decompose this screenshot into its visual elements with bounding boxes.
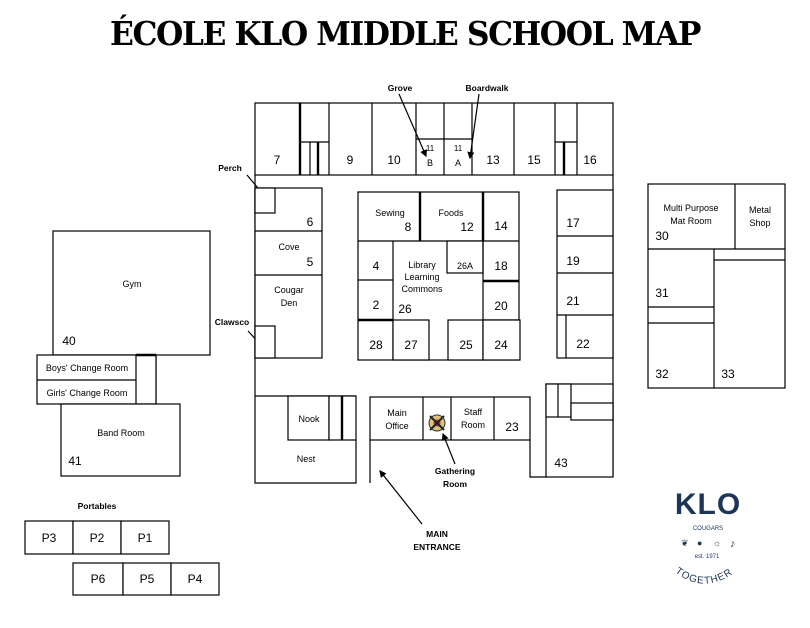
gathering-room-emblem-icon [428,414,446,432]
room-26: 26 [398,302,412,316]
portable-p6: P6 [91,572,106,586]
top-row-wing: 7 9 10 11 B 11 A 13 15 16 [254,102,614,176]
perch-label: Perch [218,163,242,173]
klo-cougars-logo: KLO COUGARS ❦ ● ☼ ♪ est. 1971 TOGETHER [673,488,741,587]
room-21: 21 [566,294,580,308]
gathering-room-label-1: Gathering [435,466,475,476]
room-11b-number: 11 [426,144,435,153]
cougar-den-label-2: Den [281,298,298,308]
staff-room-label-2: Room [461,420,485,430]
room-31: 31 [655,286,669,300]
room-9: 9 [347,153,354,167]
portable-p2: P2 [90,531,105,545]
logo-sub: COUGARS [693,526,723,532]
library-label-2: Learning [404,272,439,282]
room-2: 2 [373,298,380,312]
room-12: 12 [460,220,474,234]
gym-label: Gym [123,279,142,289]
room-22: 22 [576,337,590,351]
logo-motto: TOGETHER [673,566,735,587]
portables: Portables P3 P2 P1 P6 P5 P4 [24,501,220,596]
sewing-label: Sewing [375,208,405,218]
room-28: 28 [369,338,383,352]
room-23: 23 [505,420,519,434]
room-13: 13 [486,153,500,167]
logo-est: est. 1971 [695,554,720,560]
main-office-label-1: Main [387,408,407,418]
room-15: 15 [527,153,541,167]
portable-p5: P5 [140,572,155,586]
boardwalk-arrow [467,93,480,160]
room-40: 40 [62,334,76,348]
cove-label: Cove [278,242,299,252]
logo-name: KLO [675,488,741,521]
paw-icon: ● [697,538,702,548]
gathering-room-arrow [441,432,456,465]
room-20: 20 [494,299,508,313]
left-column-wing: 6 Cove 5 Cougar Den [254,187,323,359]
portable-p1: P1 [138,531,153,545]
room-7: 7 [274,153,281,167]
room-14: 14 [494,219,508,233]
music-note-icon: ♪ [730,538,736,550]
room-43: 43 [554,456,568,470]
grove-label: Grove [388,83,413,93]
metal-shop-label-1: Metal [749,205,771,215]
right-column-wing: 17 19 21 22 [556,189,614,359]
map-title: ÉCOLE KLO MIDDLE SCHOOL MAP [109,14,701,53]
main-entrance-arrow [379,470,423,525]
staff-room-label-1: Staff [464,407,483,417]
room-33: 33 [721,367,735,381]
metal-shop-label-2: Shop [749,218,770,228]
foods-label: Foods [438,208,464,218]
room-24: 24 [494,338,508,352]
main-entrance-label-2: ENTRANCE [413,542,461,552]
nook-label: Nook [298,414,320,424]
room-11a-number: 11 [454,144,463,153]
girls-change-room-label: Girls' Change Room [47,388,128,398]
multi-purpose-label-1: Multi Purpose [663,203,718,213]
room-11b-letter: B [427,158,433,168]
boys-change-room-label: Boys' Change Room [46,363,128,373]
east-wing: Multi Purpose Mat Room 30 Metal Shop 31 … [647,183,786,389]
bottom-wing: Nook Nest Main Office Staff Room 23 43 [254,383,614,484]
library-label-1: Library [408,260,436,270]
main-entrance-label-1: MAIN [426,529,448,539]
room-26a: 26A [457,261,473,271]
portable-p4: P4 [188,572,203,586]
leaf-icon: ❦ [681,538,689,548]
clawsco-label: Clawsco [215,317,250,327]
library-label-3: Commons [401,284,443,294]
room-27: 27 [404,338,418,352]
gathering-room-label-2: Room [443,479,468,489]
band-room-label: Band Room [97,428,145,438]
cougar-den-label-1: Cougar [274,285,304,295]
room-5: 5 [307,255,314,269]
room-25: 25 [459,338,473,352]
room-17: 17 [566,216,580,230]
room-10: 10 [387,153,401,167]
room-30: 30 [655,229,669,243]
lightbulb-icon: ☼ [713,538,721,548]
west-wing: Gym 40 Boys' Change Room Girls' Change R… [36,230,211,477]
main-office-label-2: Office [385,421,408,431]
room-6: 6 [307,215,314,229]
room-11a-letter: A [455,158,461,168]
center-wing: Sewing 8 Foods 12 14 4 Library Learning … [357,191,521,361]
logo-motto-text: TOGETHER [673,566,734,587]
portable-p3: P3 [42,531,57,545]
room-8: 8 [405,220,412,234]
room-32: 32 [655,367,669,381]
room-16: 16 [583,153,597,167]
room-18: 18 [494,259,508,273]
nest-label: Nest [297,454,316,464]
room-41: 41 [68,454,82,468]
portables-heading: Portables [78,501,117,511]
multi-purpose-label-2: Mat Room [670,216,712,226]
boardwalk-label: Boardwalk [466,83,509,93]
room-19: 19 [566,254,580,268]
room-4: 4 [373,259,380,273]
grove-arrow [398,93,427,158]
